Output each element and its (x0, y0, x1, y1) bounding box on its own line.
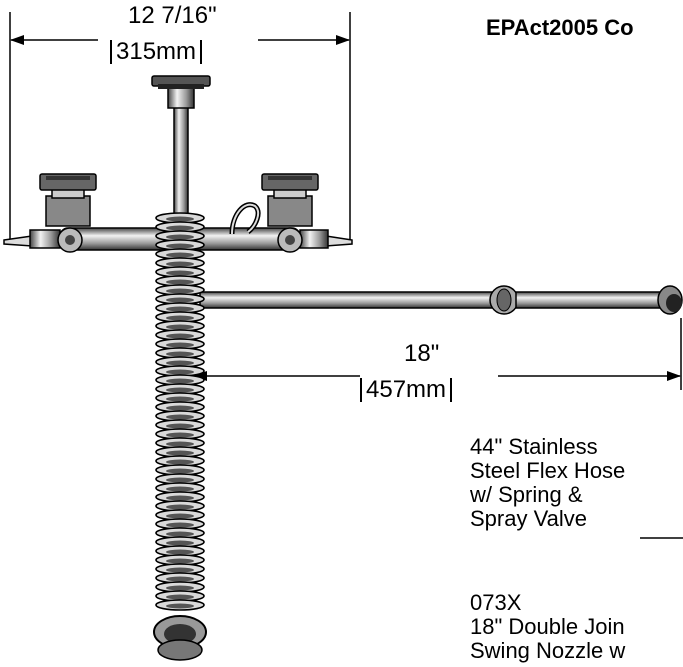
spray-valve-end (153, 615, 207, 661)
spring-coil-shadow (166, 594, 194, 600)
spring-coil-shadow (166, 351, 194, 357)
spring-coil-shadow (166, 279, 194, 285)
hose-callout-line-3: w/ Spring & (470, 482, 583, 507)
spring-coil-shadow (166, 459, 194, 465)
spring-coil-shadow (166, 522, 194, 528)
spring-coil-shadow (166, 504, 194, 510)
spring-coil-shadow (166, 468, 194, 474)
spring-coil-shadow (166, 288, 194, 294)
spring-coil-shadow (166, 414, 194, 420)
spring-coil-shadow (166, 225, 194, 231)
hose-callout-line-1: 44" Stainless (470, 434, 598, 459)
spring-coil-shadow (166, 432, 194, 438)
spring-coil-shadow (166, 360, 194, 366)
spring-coil-shadow (166, 441, 194, 447)
nozzle-callout-line-2: 18" Double Join (470, 614, 625, 639)
nozzle-callout-line-3: Swing Nozzle w (470, 638, 626, 663)
spring-coil-shadow (166, 585, 194, 591)
riser-pipe (151, 75, 211, 235)
spring-coil-shadow (166, 306, 194, 312)
spring-coil-shadow (166, 387, 194, 393)
spring-coil-shadow (166, 486, 194, 492)
left-valve (3, 173, 97, 253)
reach-dimension-mm: 457mm (360, 378, 453, 402)
spring-coil-shadow (166, 405, 194, 411)
spring-coil-shadow (166, 558, 194, 564)
spring-coil-shadow (166, 324, 194, 330)
reach-dimension-inches: 18" (404, 340, 440, 367)
right-valve (261, 173, 353, 253)
nozzle-callout-line-1: 073X (470, 590, 522, 615)
spring-coil-shadow (166, 333, 194, 339)
dimension-arrows (10, 35, 681, 381)
spring-coil-shadow (166, 567, 194, 573)
width-dimension-mm: 315mm (110, 40, 203, 64)
swing-nozzle (199, 285, 683, 315)
spring-coil-shadow (166, 216, 194, 222)
spring-coil-shadow (166, 243, 194, 249)
extension-lines (9, 12, 682, 390)
spring-coil-shadow (166, 540, 194, 546)
spring-coil-shadow (166, 495, 194, 501)
spring-coil-shadow (166, 234, 194, 240)
spring-coil-shadow (166, 315, 194, 321)
spring-coil-shadow (166, 297, 194, 303)
spring-coil-shadow (166, 378, 194, 384)
spring-coil-shadow (166, 477, 194, 483)
spring-coil-shadow (166, 450, 194, 456)
spring-coil-shadow (166, 531, 194, 537)
spring-coil-shadow (166, 513, 194, 519)
page-title: EPAct2005 Co (486, 15, 634, 40)
hose-callout-line-2: Steel Flex Hose (470, 458, 626, 483)
spring-coil-shadow (166, 576, 194, 582)
width-dimension-inches: 12 7/16" (128, 2, 217, 29)
spring-coil-shadow (166, 396, 194, 402)
spring-coil-shadow (166, 369, 194, 375)
spring-hose (155, 212, 205, 611)
spring-coil-shadow (166, 603, 194, 609)
spring-coil-shadow (166, 549, 194, 555)
spring-coil-shadow (166, 342, 194, 348)
spring-coil-shadow (166, 252, 194, 258)
spring-coil-shadow (166, 261, 194, 267)
spring-coil-shadow (166, 270, 194, 276)
hose-callout-line-4: Spray Valve (470, 506, 587, 531)
spring-coil-shadow (166, 423, 194, 429)
